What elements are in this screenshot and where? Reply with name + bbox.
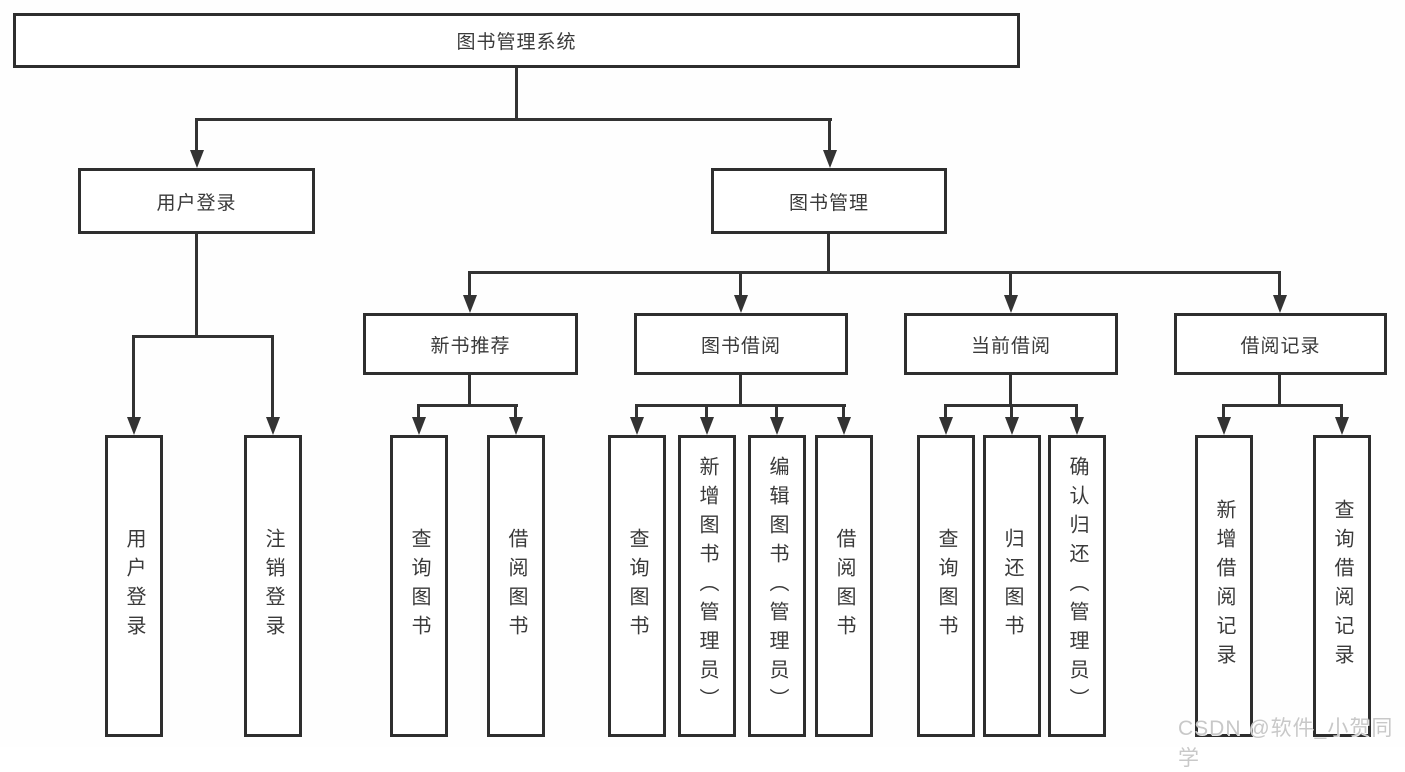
edge-newbook-arm xyxy=(417,404,420,420)
arrowhead-down-icon xyxy=(1070,417,1084,435)
edge-records-arm xyxy=(1340,404,1343,420)
leaf-label: 借阅图书 xyxy=(505,528,527,644)
arrowhead-down-icon xyxy=(837,417,851,435)
node-user-login: 用户登录 xyxy=(78,168,315,234)
edge-borrow-stem xyxy=(739,373,742,407)
arrowhead-down-icon xyxy=(823,150,837,168)
arrowhead-down-icon xyxy=(939,417,953,435)
leaf-logout: 注销登录 xyxy=(244,435,302,737)
leaf-label: 编辑图书（管理员） xyxy=(766,455,788,717)
edge-current-arm xyxy=(1010,404,1013,420)
edge-current-stem xyxy=(1009,373,1012,407)
arrowhead-down-icon xyxy=(127,417,141,435)
node-label: 图书借阅 xyxy=(700,335,781,357)
arrowhead-down-icon xyxy=(734,295,748,313)
edge-bookmgmt-arm xyxy=(739,271,742,299)
node-label: 图书管理系统 xyxy=(456,32,577,53)
node-new-book-recommendation: 新书推荐 xyxy=(363,313,578,375)
leaf-label: 用户登录 xyxy=(123,528,145,644)
edge-records-arm xyxy=(1222,404,1225,420)
edge-current-arm xyxy=(1075,404,1078,420)
node-label: 用户登录 xyxy=(156,192,237,214)
csdn-watermark: CSDN @软件_小贺同学 xyxy=(1178,717,1394,770)
edge-bookmgmt-arm xyxy=(1278,271,1281,299)
org-chart-canvas: 图书管理系统 用户登录 图书管理 新书推荐 图书借阅 当前借阅 借阅记录 用户登… xyxy=(13,13,1393,770)
arrowhead-down-icon xyxy=(1217,417,1231,435)
edge-root-arm-right xyxy=(828,118,831,154)
leaf-label: 查询借阅记录 xyxy=(1331,499,1353,673)
leaf-label: 新增图书（管理员） xyxy=(696,455,718,717)
arrowhead-down-icon xyxy=(770,417,784,435)
leaf-label: 确认归还（管理员） xyxy=(1066,455,1088,717)
node-current-borrowing: 当前借阅 xyxy=(904,313,1118,375)
arrowhead-down-icon xyxy=(1005,417,1019,435)
leaf-add-books-admin: 新增图书（管理员） xyxy=(678,435,736,737)
leaf-label: 注销登录 xyxy=(262,528,284,644)
leaf-borrow-books-newrec: 借阅图书 xyxy=(487,435,545,737)
leaf-label: 查询图书 xyxy=(626,528,648,644)
edge-records-bar xyxy=(1222,404,1343,407)
leaf-query-books-newrec: 查询图书 xyxy=(390,435,448,737)
edge-userlogin-stem xyxy=(195,232,198,338)
node-label: 新书推荐 xyxy=(430,335,511,357)
leaf-edit-books-admin: 编辑图书（管理员） xyxy=(748,435,806,737)
edge-borrow-bar xyxy=(635,404,846,407)
node-book-management: 图书管理 xyxy=(711,168,947,234)
edge-root-stem xyxy=(515,66,518,121)
arrowhead-down-icon xyxy=(412,417,426,435)
node-borrowing-records: 借阅记录 xyxy=(1174,313,1387,375)
edge-borrow-arm xyxy=(635,404,638,420)
leaf-label: 查询图书 xyxy=(408,528,430,644)
node-library-management-system: 图书管理系统 xyxy=(13,13,1020,68)
edge-newbook-arm xyxy=(514,404,517,420)
node-label: 借阅记录 xyxy=(1240,335,1321,357)
edge-bookmgmt-bar xyxy=(468,271,1281,274)
leaf-label: 归还图书 xyxy=(1001,528,1023,644)
leaf-label: 借阅图书 xyxy=(833,528,855,644)
edge-current-arm xyxy=(944,404,947,420)
leaf-return-books: 归还图书 xyxy=(983,435,1041,737)
edge-borrow-arm xyxy=(775,404,778,420)
leaf-confirm-return-admin: 确认归还（管理员） xyxy=(1048,435,1106,737)
leaf-query-books-borrow: 查询图书 xyxy=(608,435,666,737)
arrowhead-down-icon xyxy=(1335,417,1349,435)
arrowhead-down-icon xyxy=(266,417,280,435)
edge-records-stem xyxy=(1278,373,1281,407)
edge-userlogin-bar xyxy=(132,335,274,338)
edge-bookmgmt-stem xyxy=(827,232,830,274)
leaf-borrow-books: 借阅图书 xyxy=(815,435,873,737)
arrowhead-down-icon xyxy=(1273,295,1287,313)
arrowhead-down-icon xyxy=(509,417,523,435)
edge-borrow-arm xyxy=(705,404,708,420)
arrowhead-down-icon xyxy=(700,417,714,435)
edge-borrow-arm xyxy=(842,404,845,420)
leaf-label: 新增借阅记录 xyxy=(1213,499,1235,673)
node-label: 图书管理 xyxy=(788,192,869,214)
edge-newbook-bar xyxy=(417,404,518,407)
edge-bookmgmt-arm xyxy=(468,271,471,299)
leaf-add-borrow-record: 新增借阅记录 xyxy=(1195,435,1253,737)
edge-bookmgmt-arm xyxy=(1009,271,1012,299)
edge-root-arm-left xyxy=(195,118,198,154)
arrowhead-down-icon xyxy=(463,295,477,313)
arrowhead-down-icon xyxy=(190,150,204,168)
leaf-user-login: 用户登录 xyxy=(105,435,163,737)
node-label: 当前借阅 xyxy=(970,335,1051,357)
edge-root-bar xyxy=(195,118,832,121)
edge-newbook-stem xyxy=(468,373,471,407)
leaf-query-books-current: 查询图书 xyxy=(917,435,975,737)
leaf-query-borrow-record: 查询借阅记录 xyxy=(1313,435,1371,737)
node-book-borrowing: 图书借阅 xyxy=(634,313,848,375)
edge-userlogin-arm xyxy=(132,335,135,420)
arrowhead-down-icon xyxy=(630,417,644,435)
edge-userlogin-arm xyxy=(271,335,274,420)
arrowhead-down-icon xyxy=(1004,295,1018,313)
leaf-label: 查询图书 xyxy=(935,528,957,644)
